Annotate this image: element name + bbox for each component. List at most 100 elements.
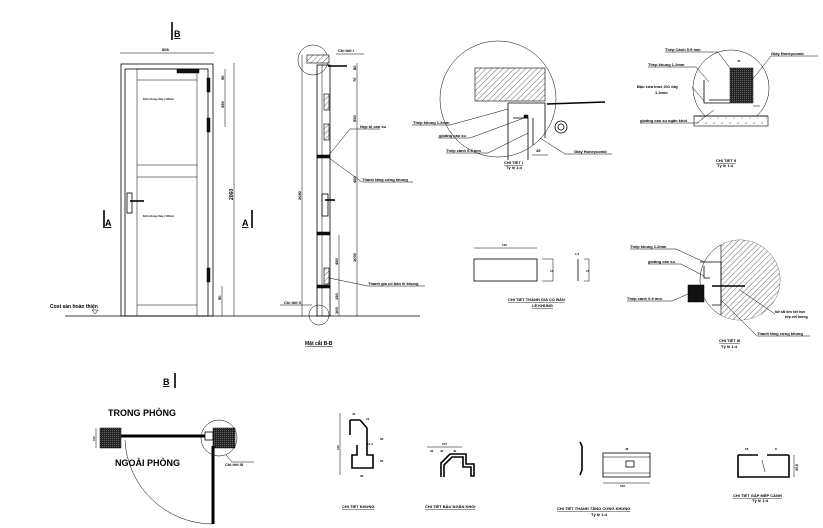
inside-label: TRONG PHÒNG xyxy=(108,407,176,418)
wall-section xyxy=(474,67,546,102)
dim: 40.8 xyxy=(795,464,799,471)
dim: 48 xyxy=(625,447,629,451)
door-leaf xyxy=(124,68,209,317)
wall-lintel xyxy=(306,54,330,64)
detail-title: CHI TIẾT THANH GIA CỐ BẢN xyxy=(508,297,565,302)
dim: 20 xyxy=(430,449,434,453)
detail-iii-callout xyxy=(200,419,238,457)
dim: 45 xyxy=(737,59,741,63)
detail-ii: Thép Cánh 0.9 mm Giấy Honeycomb 45 Thép … xyxy=(637,47,818,168)
detail-title: CHI TIẾT I xyxy=(504,160,523,165)
label: Thép Cánh 0.9 mm xyxy=(665,47,701,52)
label: Thép khung 1.2mm xyxy=(648,62,685,67)
hinge-plate-detail: 140 15 1.2 15 CHI TIẾT THANH GIA CỐ BẢN … xyxy=(473,243,590,308)
section-mark-a-right: A xyxy=(242,218,249,228)
dim: 1.2 xyxy=(575,252,580,256)
profile-scale: Tỷ lệ 1:4 xyxy=(752,498,769,503)
section-title: Mặt cắt B-B xyxy=(305,340,333,347)
label: Giấy Honeycomb xyxy=(574,149,607,154)
detail-i: Thép khung 1.2mm gioăng cao su Thép cánh… xyxy=(412,40,612,170)
section-mark-b: B xyxy=(174,29,181,39)
width-dim: 808 xyxy=(162,47,169,52)
door-section-strip xyxy=(316,64,331,317)
hinge-dim: 390 xyxy=(220,101,225,108)
profile-thanh-tang-cung-khung: 100 48 CHI TIẾT THANH TĂNG CỨNG KHUNG Tỷ… xyxy=(557,441,651,517)
dim: 40 xyxy=(440,449,444,453)
dim: 40 xyxy=(453,449,457,453)
dim: 450 xyxy=(352,176,357,183)
dim: 150 xyxy=(334,293,339,300)
leaf-core xyxy=(687,284,705,303)
dim: 44 xyxy=(352,412,356,416)
dim: 12.4 xyxy=(367,442,373,446)
label: 1.2mm xyxy=(655,90,668,95)
profile-gap-mep-canh: 18 8 40.8 CHI TIẾT GẤP MÉP CÁNH Tỷ lệ 1:… xyxy=(733,447,799,503)
wall-right xyxy=(212,427,236,449)
hinge-plate xyxy=(473,258,538,282)
door-handle-plate xyxy=(126,192,133,214)
panel-bottom-note: Kính chống cháy, t=60mm xyxy=(143,215,175,218)
floor-level-label: Cost sàn hoàn thiện xyxy=(50,304,98,310)
honeycomb-core xyxy=(729,67,754,104)
dim: 45 xyxy=(536,148,541,153)
dim: 15 xyxy=(586,269,590,273)
panel-top-note: Kính chống cháy, t=60mm xyxy=(143,98,175,101)
dim: 1000 xyxy=(352,252,357,262)
label-thanh-gia-co: Thanh gia cố bản lề khung xyxy=(368,281,419,286)
door-closer-arm xyxy=(546,101,606,105)
outside-label: NGOÀI PHÒNG xyxy=(115,457,180,468)
frame-profile xyxy=(703,80,730,104)
dim: 110 xyxy=(336,445,340,450)
detail-ii-ref: Chi tiết II xyxy=(284,300,301,305)
section-bb: Chi tiết I Chi tiết II 2080 70 80 550 45… xyxy=(280,44,425,347)
dim: 8 xyxy=(775,447,777,451)
door-sash xyxy=(136,68,198,317)
dim: 70 xyxy=(352,77,357,82)
frame-profile xyxy=(507,102,546,160)
dim: 80 xyxy=(352,65,357,70)
detail-ii-callout xyxy=(308,304,330,326)
handle-section xyxy=(321,193,329,217)
detail-scale: Tỷ lệ 1:4 xyxy=(717,163,734,168)
label: tiếp với tường xyxy=(785,315,808,319)
profile-title: CHI TIẾT GẤP MÉP CÁNH xyxy=(733,493,782,498)
door-frame xyxy=(120,63,214,317)
detail-title: CHI TIẾT II xyxy=(716,158,736,163)
door-swing-arc xyxy=(124,439,214,525)
dim: 107 xyxy=(442,442,447,446)
door-closer xyxy=(176,68,200,74)
label: Thép cánh 0.9 mm xyxy=(446,148,481,153)
height-dim: 2060 xyxy=(229,189,235,200)
dim: 100 xyxy=(620,484,625,488)
detail-title: CHI TIẾT III xyxy=(719,338,740,343)
label-nep-cao-su: Nẹp bị cao su xyxy=(360,124,387,129)
detail-iii: Thép khung 1.2mm gioăng cao su Thép cánh… xyxy=(627,239,810,349)
label: Thép khung 1.2mm xyxy=(413,120,450,125)
profile-title: CHI TIẾT THANH TĂNG CỨNG KHUNG xyxy=(557,506,630,511)
dim: 15 xyxy=(366,417,370,421)
detail-scale: Tỷ lệ 1:4 xyxy=(506,165,523,170)
detail-iii-ref: Chi tiết III xyxy=(225,462,243,467)
label: gioăng cao su xyxy=(648,259,675,264)
frame-profile xyxy=(700,261,722,306)
label: Thép khung 1.2mm xyxy=(630,244,667,249)
dim: 50 xyxy=(380,459,384,463)
hinge-dim: 90 xyxy=(220,75,225,80)
hinge xyxy=(206,77,211,93)
profile-chi-tiet-khung: 110 44 15 12.4 50 50 30 CHI TIẾT KHUNG xyxy=(336,412,384,509)
label: Giấy Honeycomb xyxy=(771,51,804,56)
detail-title: LỀ KHUNG xyxy=(532,303,553,308)
detail-scale: Tỷ lệ 1:4 xyxy=(721,344,738,349)
dim: 140 xyxy=(502,243,507,247)
overall-dim: 2080 xyxy=(297,190,302,200)
label-thanh-tang-cung: Thanh tăng cứng khung xyxy=(362,177,408,182)
dim: 30 xyxy=(360,474,364,478)
dim: 100 xyxy=(334,307,339,314)
label: gioăng cao su xyxy=(439,133,466,138)
stiffener-plate xyxy=(602,452,651,478)
section-mark-b: B xyxy=(163,377,170,387)
label: Bậu cửa Inox 201 dày xyxy=(637,84,679,89)
label: Thanh tăng cứng khung xyxy=(757,331,803,336)
section-mark-a-left: A xyxy=(105,218,112,228)
